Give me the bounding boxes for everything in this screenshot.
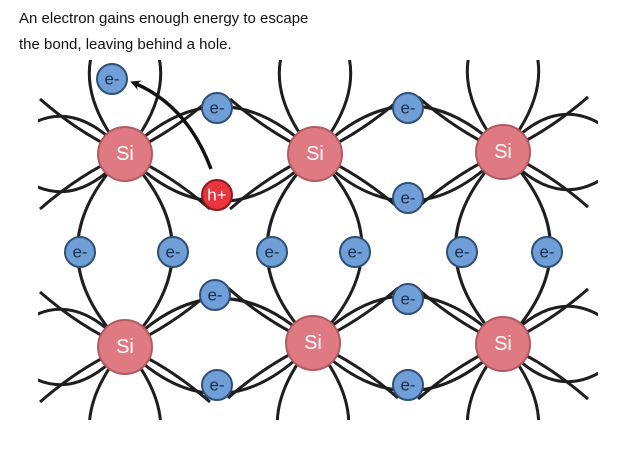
bound-electron: e-: [392, 182, 424, 214]
bound-electron: e-: [531, 236, 563, 268]
electron-label: e-: [454, 243, 469, 262]
silicon-atom: Si: [285, 315, 341, 371]
electrons-layer: e-e-e-e-e-e-e-e-e-e-e-e-e-e-: [64, 63, 563, 401]
bound-electron: e-: [256, 236, 288, 268]
silicon-atom-label: Si: [306, 143, 324, 165]
bound-electron: e-: [201, 369, 233, 401]
caption-line-2: the bond, leaving behind a hole.: [19, 36, 232, 53]
arrow-layer: [130, 80, 213, 170]
bound-electron: e-: [446, 236, 478, 268]
electron-label: e-: [207, 286, 222, 305]
electron-label: e-: [539, 243, 554, 262]
electron-label: e-: [400, 290, 415, 309]
electron-label: e-: [400, 376, 415, 395]
electron-label: e-: [72, 243, 87, 262]
silicon-atom-label: Si: [116, 143, 134, 165]
silicon-atom-label: Si: [116, 336, 134, 358]
hole-layer: h+: [201, 179, 233, 211]
silicon-atom-label: Si: [494, 141, 512, 163]
free-electron: e-: [96, 63, 128, 95]
electron-label: e-: [264, 243, 279, 262]
bound-electron: e-: [157, 236, 189, 268]
bound-electron: e-: [392, 283, 424, 315]
silicon-atom: Si: [287, 126, 343, 182]
bound-electron: e-: [392, 92, 424, 124]
bound-electron: e-: [64, 236, 96, 268]
electron-label: e-: [165, 243, 180, 262]
silicon-atom-label: Si: [494, 333, 512, 355]
bound-electron: e-: [199, 279, 231, 311]
bound-electron: e-: [201, 92, 233, 124]
electron-label: e-: [347, 243, 362, 262]
silicon-atom: Si: [97, 319, 153, 375]
hole-label: h+: [207, 186, 226, 205]
electron-label: e-: [209, 376, 224, 395]
hole: h+: [201, 179, 233, 211]
electron-label: e-: [400, 99, 415, 118]
bound-electron: e-: [392, 369, 424, 401]
silicon-atom: Si: [97, 126, 153, 182]
bound-electron: e-: [339, 236, 371, 268]
escape-arrow: [130, 80, 213, 170]
electron-label: e-: [209, 99, 224, 118]
silicon-atom: Si: [475, 124, 531, 180]
silicon-atom: Si: [475, 316, 531, 372]
caption-line-1: An electron gains enough energy to escap…: [19, 10, 309, 27]
caption: An electron gains enough energy to escap…: [19, 6, 379, 58]
electron-label: e-: [400, 189, 415, 208]
bond-lines: [38, 60, 598, 420]
electron-label: e-: [104, 70, 119, 89]
silicon-atom-label: Si: [304, 332, 322, 354]
